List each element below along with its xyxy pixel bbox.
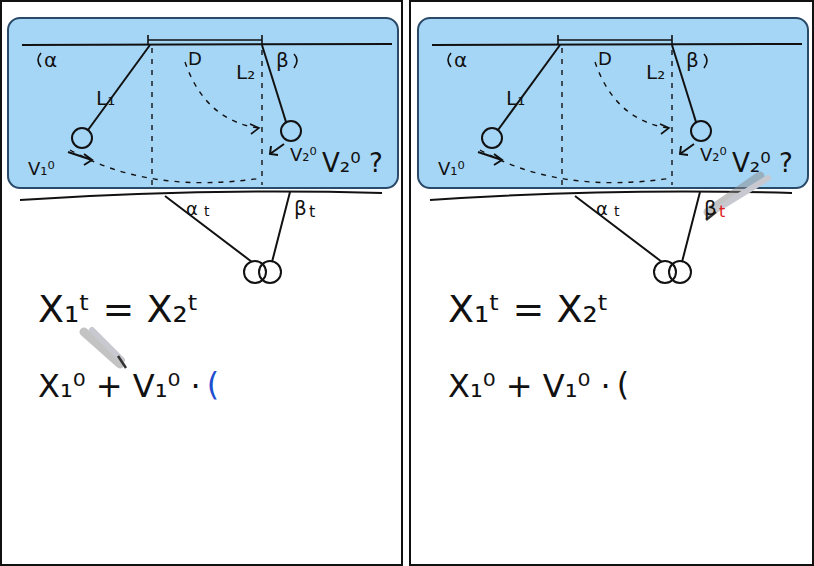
bracket: (: [617, 368, 629, 400]
question-label: V₂⁰ ?: [732, 150, 793, 176]
length-label: L₂: [646, 62, 665, 82]
distance-label: D: [188, 50, 202, 68]
time-label: t: [614, 204, 620, 218]
length-label: L₁: [506, 88, 525, 108]
angle-label: α: [454, 50, 467, 70]
length-label: L₂: [236, 62, 255, 82]
distance-label: D: [598, 50, 612, 68]
equation: X₁⁰ + V₁⁰ ·: [448, 370, 611, 402]
question-label: V₂⁰ ?: [322, 150, 383, 176]
time-label: t: [204, 204, 210, 218]
velocity-label: V₁⁰: [28, 160, 55, 178]
equation: X₁ᵗ = X₂ᵗ: [38, 290, 199, 328]
angle-label: β: [686, 50, 699, 70]
time-label: t: [719, 204, 725, 220]
equation: X₁⁰ + V₁⁰ ·: [38, 370, 201, 402]
angle-label: α: [44, 50, 57, 70]
angle-label: β: [294, 198, 307, 218]
angle-label: β: [704, 198, 717, 218]
velocity-label: V₂⁰: [700, 146, 727, 164]
equation: X₁ᵗ = X₂ᵗ: [448, 290, 609, 328]
angle-label: α: [596, 200, 608, 218]
bracket: (: [207, 368, 219, 400]
velocity-label: V₂⁰: [290, 146, 317, 164]
angle-label: β: [276, 50, 289, 70]
time-label: t: [309, 204, 315, 220]
velocity-label: V₁⁰: [438, 160, 465, 178]
angle-label: α: [186, 200, 198, 218]
length-label: L₁: [96, 88, 115, 108]
